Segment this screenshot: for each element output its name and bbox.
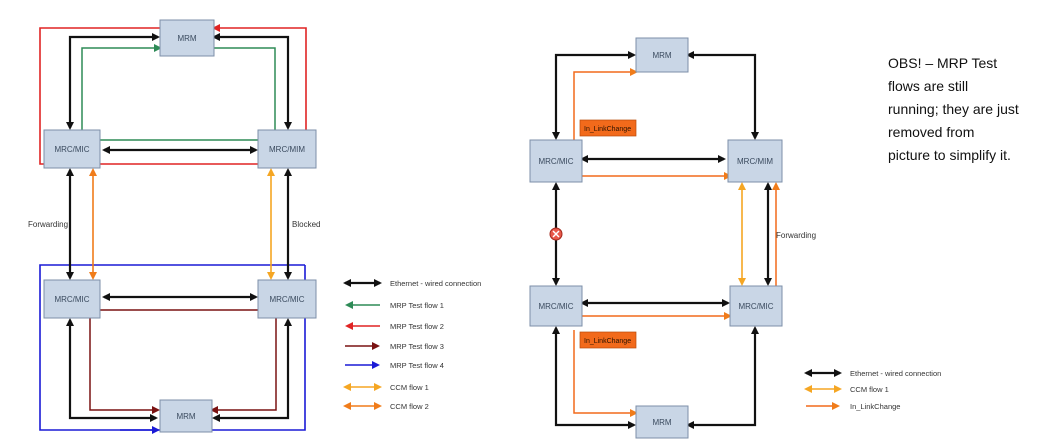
legend-label: CCM flow 1 xyxy=(390,383,429,392)
legend-mrp-flow-4: MRP Test flow 4 xyxy=(345,361,444,370)
legend-label: CCM flow 1 xyxy=(850,385,889,394)
legend-mrp-flow-1: MRP Test flow 1 xyxy=(345,301,444,310)
legend-ccm-flow-1: CCM flow 1 xyxy=(804,385,889,394)
ethernet-links-right xyxy=(552,51,772,429)
right-legend: Ethernet - wired connection CCM flow 1 I… xyxy=(804,369,941,411)
mrp-flow-1-loop xyxy=(81,44,276,141)
legend-label: CCM flow 2 xyxy=(390,402,429,411)
note-line: OBS! – MRP Test xyxy=(888,55,998,71)
legend-ethernet: Ethernet - wired connection xyxy=(804,369,941,378)
legend-ccm-flow-1: CCM flow 1 xyxy=(343,383,429,392)
legend-mrp-flow-3: MRP Test flow 3 xyxy=(345,342,444,351)
node-label: MRC/MIC xyxy=(54,145,89,154)
node-label: MRC/MIC xyxy=(538,157,573,166)
in-linkchange-tag-lower: In_LinkChange xyxy=(579,331,637,349)
node-label: MRM xyxy=(652,418,671,427)
left-diagram: MRM MRC/MIC MRC/MIM MRC/MIC MRC/MIC MRM … xyxy=(28,19,320,434)
note-line: picture to simplify it. xyxy=(888,147,1011,163)
legend-label: Ethernet - wired connection xyxy=(390,279,481,288)
node-label: MRC/MIM xyxy=(737,157,773,166)
mrp-flow-2-loop xyxy=(39,24,307,165)
right-mrc-mim-node: MRC/MIM xyxy=(727,139,783,183)
ethernet-links-left xyxy=(66,33,292,422)
legend-label: Ethernet - wired connection xyxy=(850,369,941,378)
right-mrc-mic-lower-right-node: MRC/MIC xyxy=(729,285,783,327)
node-label: MRM xyxy=(177,34,196,43)
left-mrc-mic-lower-left-node: MRC/MIC xyxy=(43,279,101,319)
node-label: MRM xyxy=(176,412,195,421)
legend-in-linkchange: In_LinkChange xyxy=(806,402,900,411)
right-mrc-mic-upper-node: MRC/MIC xyxy=(529,139,583,183)
right-diagram: MRM MRC/MIC MRC/MIM MRC/MIC MRC/MIC MRM … xyxy=(529,37,816,439)
legend-label: MRP Test flow 3 xyxy=(390,342,444,351)
forwarding-label: Forwarding xyxy=(776,231,816,240)
note-line: flows are still xyxy=(888,78,969,94)
node-label: MRC/MIC xyxy=(54,295,89,304)
note-line: removed from xyxy=(888,124,975,140)
left-mrm-top-node: MRM xyxy=(159,19,215,57)
legend-label: In_LinkChange xyxy=(850,402,900,411)
blocked-label: Blocked xyxy=(292,220,320,229)
legend-label: MRP Test flow 4 xyxy=(390,361,444,370)
legend-label: MRP Test flow 2 xyxy=(390,322,444,331)
node-label: MRC/MIC xyxy=(269,295,304,304)
left-legend: Ethernet - wired connection MRP Test flo… xyxy=(343,279,481,411)
left-mrc-mic-upper-node: MRC/MIC xyxy=(43,129,101,169)
tag-label: In_LinkChange xyxy=(584,338,631,345)
forwarding-label: Forwarding xyxy=(28,220,68,229)
legend-ethernet: Ethernet - wired connection xyxy=(343,279,481,288)
node-label: MRC/MIC xyxy=(738,302,773,311)
mrp-flow-4-loop xyxy=(39,264,306,434)
tag-label: In_LinkChange xyxy=(584,126,631,133)
left-mrc-mim-node: MRC/MIM xyxy=(257,129,317,169)
right-mrc-mic-lower-left-node: MRC/MIC xyxy=(529,285,583,327)
in-linkchange-tag-upper: In_LinkChange xyxy=(579,119,637,137)
node-label: MRC/MIC xyxy=(538,302,573,311)
legend-label: MRP Test flow 1 xyxy=(390,301,444,310)
legend-ccm-flow-2: CCM flow 2 xyxy=(343,402,429,411)
mrp-flow-3-loop xyxy=(89,309,277,414)
node-label: MRM xyxy=(652,51,671,60)
ccm-flows-left xyxy=(89,168,275,280)
right-mrm-top-node: MRM xyxy=(635,37,689,73)
note-line: running; they are just xyxy=(888,101,1019,117)
legend-mrp-flow-2: MRP Test flow 2 xyxy=(345,322,444,331)
left-mrm-bottom-node: MRM xyxy=(159,399,213,433)
obs-note: OBS! – MRP Test flows are still running;… xyxy=(888,52,1037,167)
left-mrc-mic-lower-right-node: MRC/MIC xyxy=(257,279,317,319)
right-mrm-bottom-node: MRM xyxy=(635,405,689,439)
node-label: MRC/MIM xyxy=(269,145,305,154)
broken-link-icon xyxy=(549,227,563,241)
